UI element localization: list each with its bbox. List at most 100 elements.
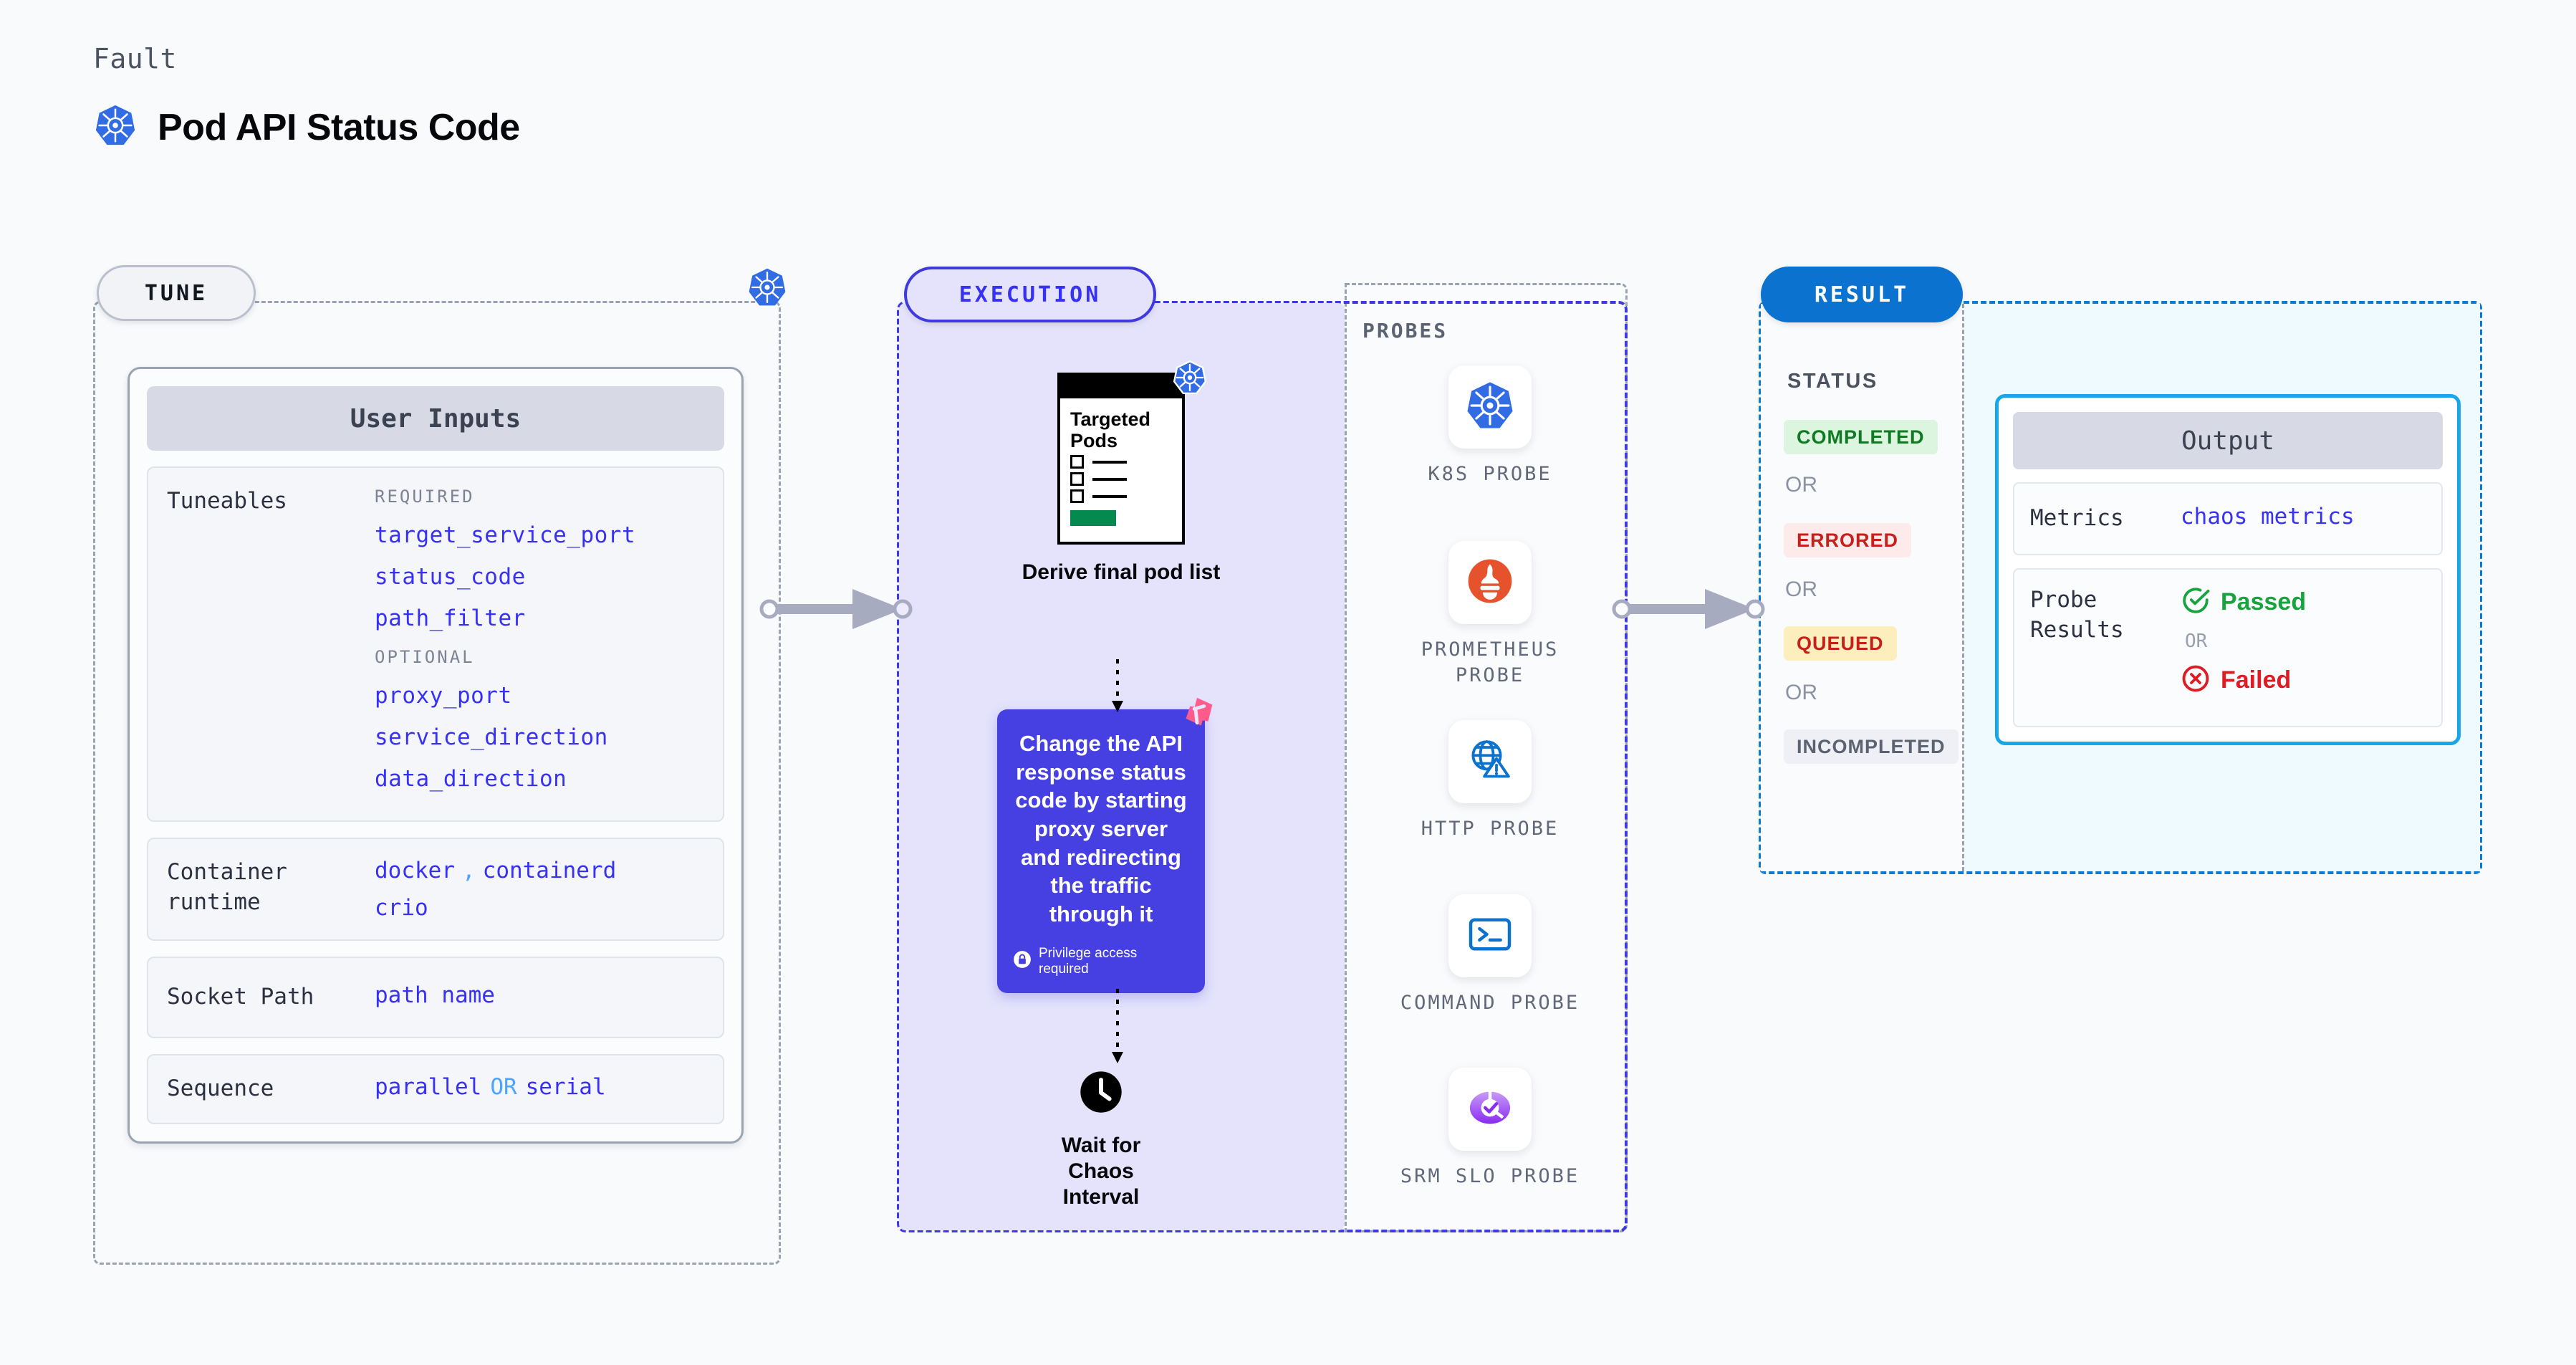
tuneable-target-service-port[interactable]: target_service_port (375, 522, 636, 548)
probe-tile (1448, 365, 1532, 449)
metrics-row: Metrics chaos metrics (2013, 482, 2443, 555)
tune-section-pill[interactable]: TUNE (97, 265, 256, 321)
metrics-value[interactable]: chaos metrics (2181, 504, 2355, 530)
document-top-bar (1060, 375, 1182, 398)
runtime-separator: , (461, 858, 476, 883)
kubernetes-icon (746, 267, 788, 312)
tuneable-path-filter[interactable]: path_filter (375, 605, 526, 631)
tuneable-status-code[interactable]: status_code (375, 564, 526, 590)
probe-results-row: Probe Results Passed OR Failed (2013, 567, 2443, 727)
sequence-card: Sequence parallel OR serial (147, 1053, 724, 1124)
derive-final-pod-list-label: Derive final pod list (1022, 560, 1221, 584)
probe-http[interactable]: HTTP PROBE (1383, 720, 1597, 842)
targeted-pods-title: Targeted Pods (1070, 408, 1151, 452)
probe-results-values: Passed OR Failed (2181, 585, 2306, 697)
page-header: Fault Pod API Status Code (93, 43, 520, 151)
metrics-label: Metrics (2030, 505, 2124, 531)
probe-label: PROMETHEUS PROBE (1421, 638, 1559, 687)
page-title: Pod API Status Code (158, 106, 520, 148)
tuneables-label: Tuneables (167, 488, 287, 514)
status-badge-queued: QUEUED (1784, 626, 1897, 661)
kubernetes-icon (1172, 360, 1208, 399)
result-section-pill[interactable]: RESULT (1761, 267, 1963, 322)
sequence-label: Sequence (167, 1075, 274, 1101)
tuneables-card: Tuneables REQUIRED target_service_port s… (147, 466, 724, 822)
privilege-note: Privilege access required (1039, 945, 1138, 977)
socket-path-label: Socket Path (167, 984, 314, 1010)
socket-path-value[interactable]: path name (375, 982, 495, 1008)
execution-section-pill[interactable]: EXECUTION (904, 267, 1156, 322)
result-section-boundary (1759, 301, 2482, 874)
arrow-action-to-wait (1112, 989, 1123, 1063)
checkbox-icon (1070, 455, 1084, 469)
status-or-2: OR (1785, 578, 1817, 601)
prometheus-icon (1464, 555, 1516, 610)
action-description: Change the API response status code by s… (1015, 731, 1187, 927)
pod-list-item (1060, 486, 1182, 504)
status-badge-errored: ERRORED (1784, 523, 1912, 557)
litmus-chaos-icon (1176, 694, 1221, 742)
user-inputs-title: User Inputs (147, 386, 724, 451)
check-circle-icon (2181, 585, 2211, 619)
sequence-parallel[interactable]: parallel (375, 1073, 482, 1100)
tuneables-values: REQUIRED target_service_port status_code… (375, 487, 635, 792)
status-badge-completed: COMPLETED (1784, 420, 1938, 454)
container-runtime-card: Container runtime docker , containerd cr… (147, 838, 724, 941)
status-badge-incompleted: INCOMPLETED (1784, 729, 1959, 764)
runtime-containerd[interactable]: containerd (482, 858, 617, 883)
probe-tile (1448, 894, 1532, 977)
probe-label: SRM SLO PROBE (1400, 1165, 1580, 1187)
probe-results-label: Probe Results (2030, 586, 2124, 643)
probe-srm-slo[interactable]: SRM SLO PROBE (1383, 1068, 1597, 1189)
clock-icon (1077, 1071, 1125, 1119)
connector-execution-to-result (1612, 589, 1765, 629)
pod-line (1092, 477, 1127, 481)
progress-bar (1070, 510, 1116, 527)
output-card: Output Metrics chaos metrics Probe Resul… (1995, 394, 2461, 745)
runtime-docker[interactable]: docker (375, 858, 455, 883)
passed-label: Passed (2221, 588, 2307, 616)
wait-for-chaos-step: Wait for Chaos Interval (1040, 1068, 1162, 1210)
probe-command[interactable]: COMMAND PROBE (1383, 894, 1597, 1016)
pod-list-item (1060, 469, 1182, 487)
wait-for-chaos-label: Wait for Chaos Interval (1061, 1134, 1141, 1209)
checkbox-icon (1070, 489, 1084, 504)
sequence-or: OR (490, 1073, 517, 1100)
targeted-pods-document: Targeted Pods (1057, 360, 1207, 545)
probe-k8s[interactable]: K8S PROBE (1383, 365, 1597, 487)
globe-warning-icon (1464, 734, 1516, 790)
tuneable-service-direction[interactable]: service_direction (375, 724, 608, 750)
checkbox-icon (1070, 472, 1084, 487)
kubernetes-icon (93, 103, 138, 151)
title-row: Pod API Status Code (93, 103, 520, 151)
output-title: Output (2013, 412, 2443, 469)
tuneable-proxy-port[interactable]: proxy_port (375, 683, 512, 709)
probe-result-passed: Passed (2181, 585, 2306, 619)
privilege-note-row: Privilege access required (1013, 946, 1189, 977)
probes-section-label: PROBES (1363, 319, 1448, 343)
probe-tile (1448, 720, 1532, 803)
lock-icon (1013, 950, 1032, 972)
required-group-label: REQUIRED (375, 487, 475, 507)
pod-line (1092, 494, 1127, 498)
tuneable-data-direction[interactable]: data_direction (375, 766, 567, 792)
result-status-panel (1761, 304, 1964, 871)
status-or-3: OR (1785, 681, 1817, 704)
arrow-derive-to-action (1112, 659, 1123, 712)
container-runtime-values: docker , containerd crio (375, 858, 616, 921)
x-circle-icon (2181, 664, 2211, 697)
status-or-1: OR (1785, 473, 1817, 497)
execution-section-boundary (897, 301, 1628, 1232)
user-inputs-card: User Inputs Tuneables REQUIRED target_se… (128, 367, 744, 1144)
probe-label: COMMAND PROBE (1400, 992, 1580, 1014)
fault-eyebrow: Fault (93, 43, 177, 75)
probe-label: HTTP PROBE (1421, 818, 1559, 840)
sequence-serial[interactable]: serial (525, 1073, 606, 1100)
probe-prometheus[interactable]: PROMETHEUS PROBE (1383, 541, 1597, 689)
probe-label: K8S PROBE (1428, 463, 1552, 485)
tune-section-boundary (93, 301, 781, 1265)
kubernetes-icon (1464, 380, 1516, 435)
container-runtime-label: Container runtime (167, 859, 287, 915)
runtime-crio[interactable]: crio (375, 895, 428, 921)
probe-tile (1448, 541, 1532, 624)
